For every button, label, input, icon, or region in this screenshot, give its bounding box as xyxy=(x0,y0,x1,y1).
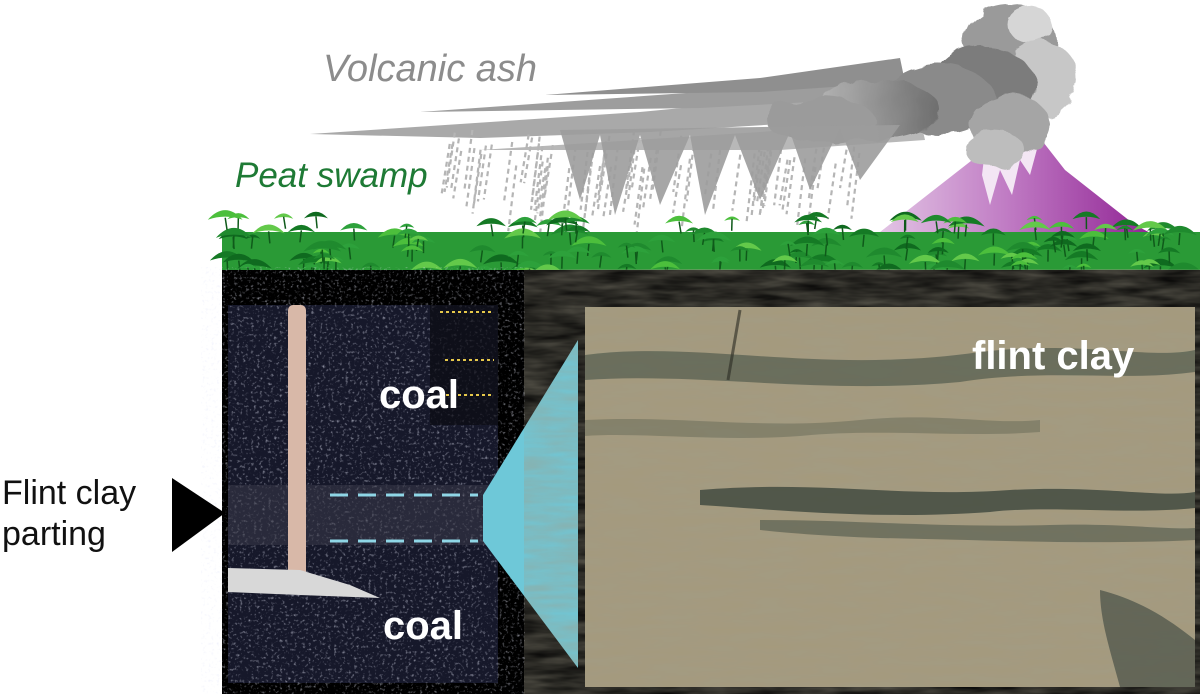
side-label-line-1: Flint clay xyxy=(2,474,137,512)
coal-seam-photo xyxy=(228,305,498,683)
side-label-line-2: parting xyxy=(2,514,106,553)
flint-clay-photo xyxy=(585,307,1195,687)
volcanic-ash-label: Volcanic ash xyxy=(323,48,538,90)
pick-head xyxy=(228,568,380,598)
seam-marks xyxy=(440,311,494,396)
pick-handle xyxy=(288,305,306,590)
parting-pointer-arrow xyxy=(172,478,225,552)
zoom-connector xyxy=(483,340,578,668)
peat-swamp-label: Peat swamp xyxy=(235,156,428,195)
ash-cloud xyxy=(765,5,1078,168)
peat-swamp-vegetation xyxy=(207,210,1200,283)
coal-lower-label: coal xyxy=(383,604,464,648)
flint-clay-parting-label: Flint clay parting xyxy=(2,473,136,555)
flint-clay-photo-label: flint clay xyxy=(972,334,1135,378)
ash-curtain xyxy=(560,125,900,215)
coal-upper-label: coal xyxy=(379,373,460,417)
